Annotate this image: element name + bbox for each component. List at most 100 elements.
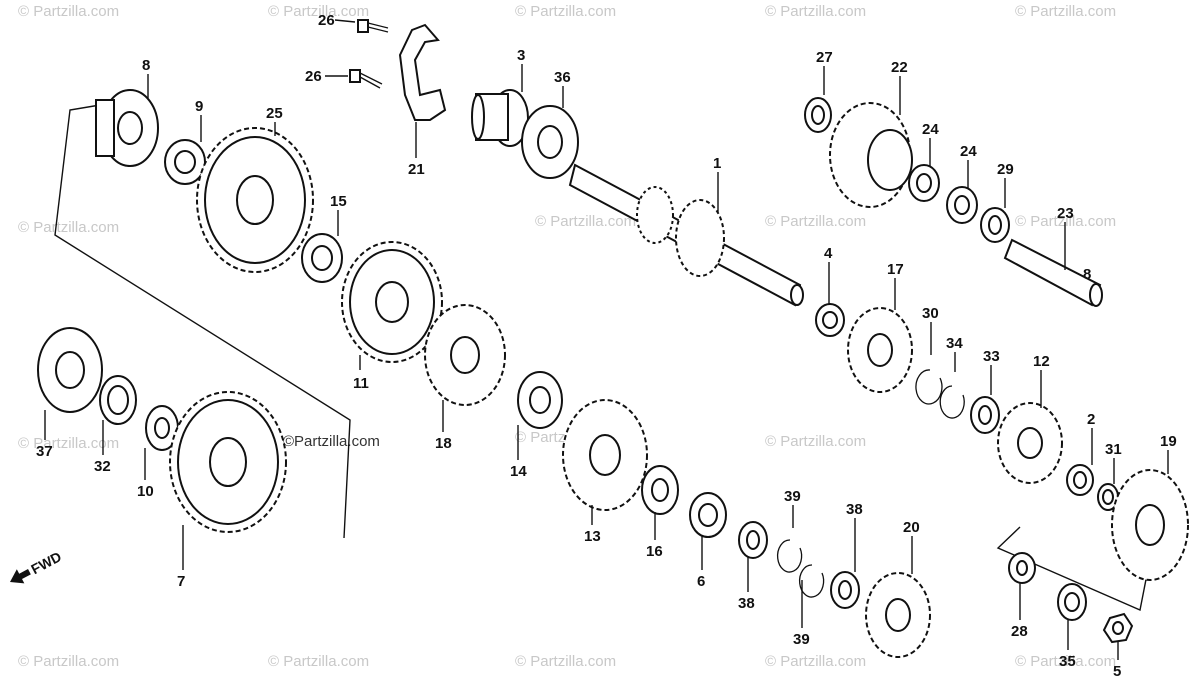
gear-icon <box>562 399 648 511</box>
callout-23[interactable]: 23 <box>1057 205 1074 222</box>
callout-11[interactable]: 11 <box>353 375 369 392</box>
watermark: © Partzilla.com <box>1015 653 1116 670</box>
callout-10[interactable]: 10 <box>137 483 154 500</box>
circlip-icon <box>939 385 965 419</box>
watermark: © Partzilla.com <box>18 653 119 670</box>
center-watermark: ©Partzilla.com <box>283 433 380 450</box>
bearing-icon <box>37 327 103 413</box>
callout-1[interactable]: 1 <box>713 155 721 172</box>
callout-17[interactable]: 17 <box>887 261 904 278</box>
gear-icon <box>424 304 506 406</box>
callout-16[interactable]: 16 <box>646 543 663 560</box>
callout-14[interactable]: 14 <box>510 463 527 480</box>
callout-5[interactable]: 5 <box>1113 663 1121 680</box>
nut-icon <box>1102 612 1134 644</box>
callout-19[interactable]: 19 <box>1160 433 1177 450</box>
callout-38[interactable]: 38 <box>738 595 755 612</box>
watermark: © Partzilla.com <box>18 435 119 452</box>
bushing-icon <box>689 492 727 538</box>
callout-35[interactable]: 35 <box>1059 653 1076 670</box>
callout-27[interactable]: 27 <box>816 49 833 66</box>
gear-hub-icon <box>95 89 159 167</box>
watermark: © Partzilla.com <box>268 653 369 670</box>
bushing-icon <box>517 371 563 429</box>
callout-36[interactable]: 36 <box>554 69 571 86</box>
watermark: © Partzilla.com <box>535 213 636 230</box>
main-shaft-icon <box>568 163 804 307</box>
watermark: © Partzilla.com <box>765 3 866 20</box>
bushing-icon <box>641 465 679 515</box>
gear-icon <box>1111 469 1189 581</box>
washer-icon <box>804 97 832 133</box>
bolt-icon <box>357 19 389 33</box>
watermark: © Partzilla.com <box>1015 213 1116 230</box>
callout-32[interactable]: 32 <box>94 458 111 475</box>
callout-6[interactable]: 6 <box>697 573 705 590</box>
callout-15[interactable]: 15 <box>330 193 347 210</box>
bearing-icon <box>521 105 579 179</box>
callout-18[interactable]: 18 <box>435 435 452 452</box>
gear-icon <box>341 241 443 363</box>
part-drawings <box>37 19 1189 658</box>
washer-icon <box>1008 552 1036 584</box>
callout-8[interactable]: 8 <box>142 57 150 74</box>
callout-12[interactable]: 12 <box>1033 353 1050 370</box>
circlip-icon <box>776 539 803 573</box>
callout-29[interactable]: 29 <box>997 161 1014 178</box>
watermark: © Partzilla.com <box>18 219 119 236</box>
fwd-label: FWD <box>28 548 64 577</box>
bushing-icon <box>908 164 940 202</box>
gear-icon <box>196 127 314 273</box>
part-callouts: 26 26 8 9 25 21 3 36 1 27 22 24 24 29 23… <box>36 12 1177 680</box>
bushing-icon <box>145 405 179 451</box>
bushing-icon <box>1066 464 1094 496</box>
callout-39[interactable]: 39 <box>784 488 801 505</box>
callout-22[interactable]: 22 <box>891 59 908 76</box>
callout-3[interactable]: 3 <box>517 47 525 64</box>
callout-39[interactable]: 39 <box>793 631 810 648</box>
watermark: © Partzilla.com <box>765 433 866 450</box>
callout-21[interactable]: 21 <box>408 161 425 178</box>
callout-25[interactable]: 25 <box>266 105 283 122</box>
watermark: © Partzilla.com <box>268 3 369 20</box>
callout-28[interactable]: 28 <box>1011 623 1028 640</box>
callout-31[interactable]: 31 <box>1105 441 1122 458</box>
callout-13[interactable]: 13 <box>584 528 601 545</box>
callout-24[interactable]: 24 <box>960 143 977 160</box>
callout-9[interactable]: 9 <box>195 98 203 115</box>
bolt-icon <box>349 69 383 89</box>
bracket-icon <box>398 23 447 121</box>
washer-icon <box>738 521 768 559</box>
callout-20[interactable]: 20 <box>903 519 920 536</box>
callout-33[interactable]: 33 <box>983 348 1000 365</box>
bushing-icon <box>815 303 845 337</box>
watermark: © Partzilla.com <box>1015 3 1116 20</box>
needle-bearing-icon <box>1057 583 1087 621</box>
callout-38[interactable]: 38 <box>846 501 863 518</box>
callout-8[interactable]: 8 <box>1083 266 1091 283</box>
callout-30[interactable]: 30 <box>922 305 939 322</box>
circlip-icon <box>915 369 943 405</box>
gear-icon <box>997 402 1063 484</box>
callout-26[interactable]: 26 <box>305 68 322 85</box>
shaft-icon <box>1003 238 1103 307</box>
callout-34[interactable]: 34 <box>946 335 963 352</box>
bushing-icon <box>301 233 343 283</box>
watermark: © Partzilla.com <box>18 3 119 20</box>
fwd-arrow-icon <box>10 569 31 584</box>
washer-icon <box>99 375 137 425</box>
watermark: © Partzilla.com <box>765 653 866 670</box>
callout-26[interactable]: 26 <box>318 12 335 29</box>
leader-lines <box>44 19 1169 660</box>
gear-icon <box>865 572 931 658</box>
washer-icon <box>970 396 1000 434</box>
callout-2[interactable]: 2 <box>1087 411 1095 428</box>
callout-4[interactable]: 4 <box>824 245 833 262</box>
callout-24[interactable]: 24 <box>922 121 939 138</box>
washer-icon <box>980 207 1010 243</box>
fwd-indicator: FWD <box>10 548 64 584</box>
bushing-icon <box>946 186 978 224</box>
callout-7[interactable]: 7 <box>177 573 185 590</box>
callout-37[interactable]: 37 <box>36 443 53 460</box>
